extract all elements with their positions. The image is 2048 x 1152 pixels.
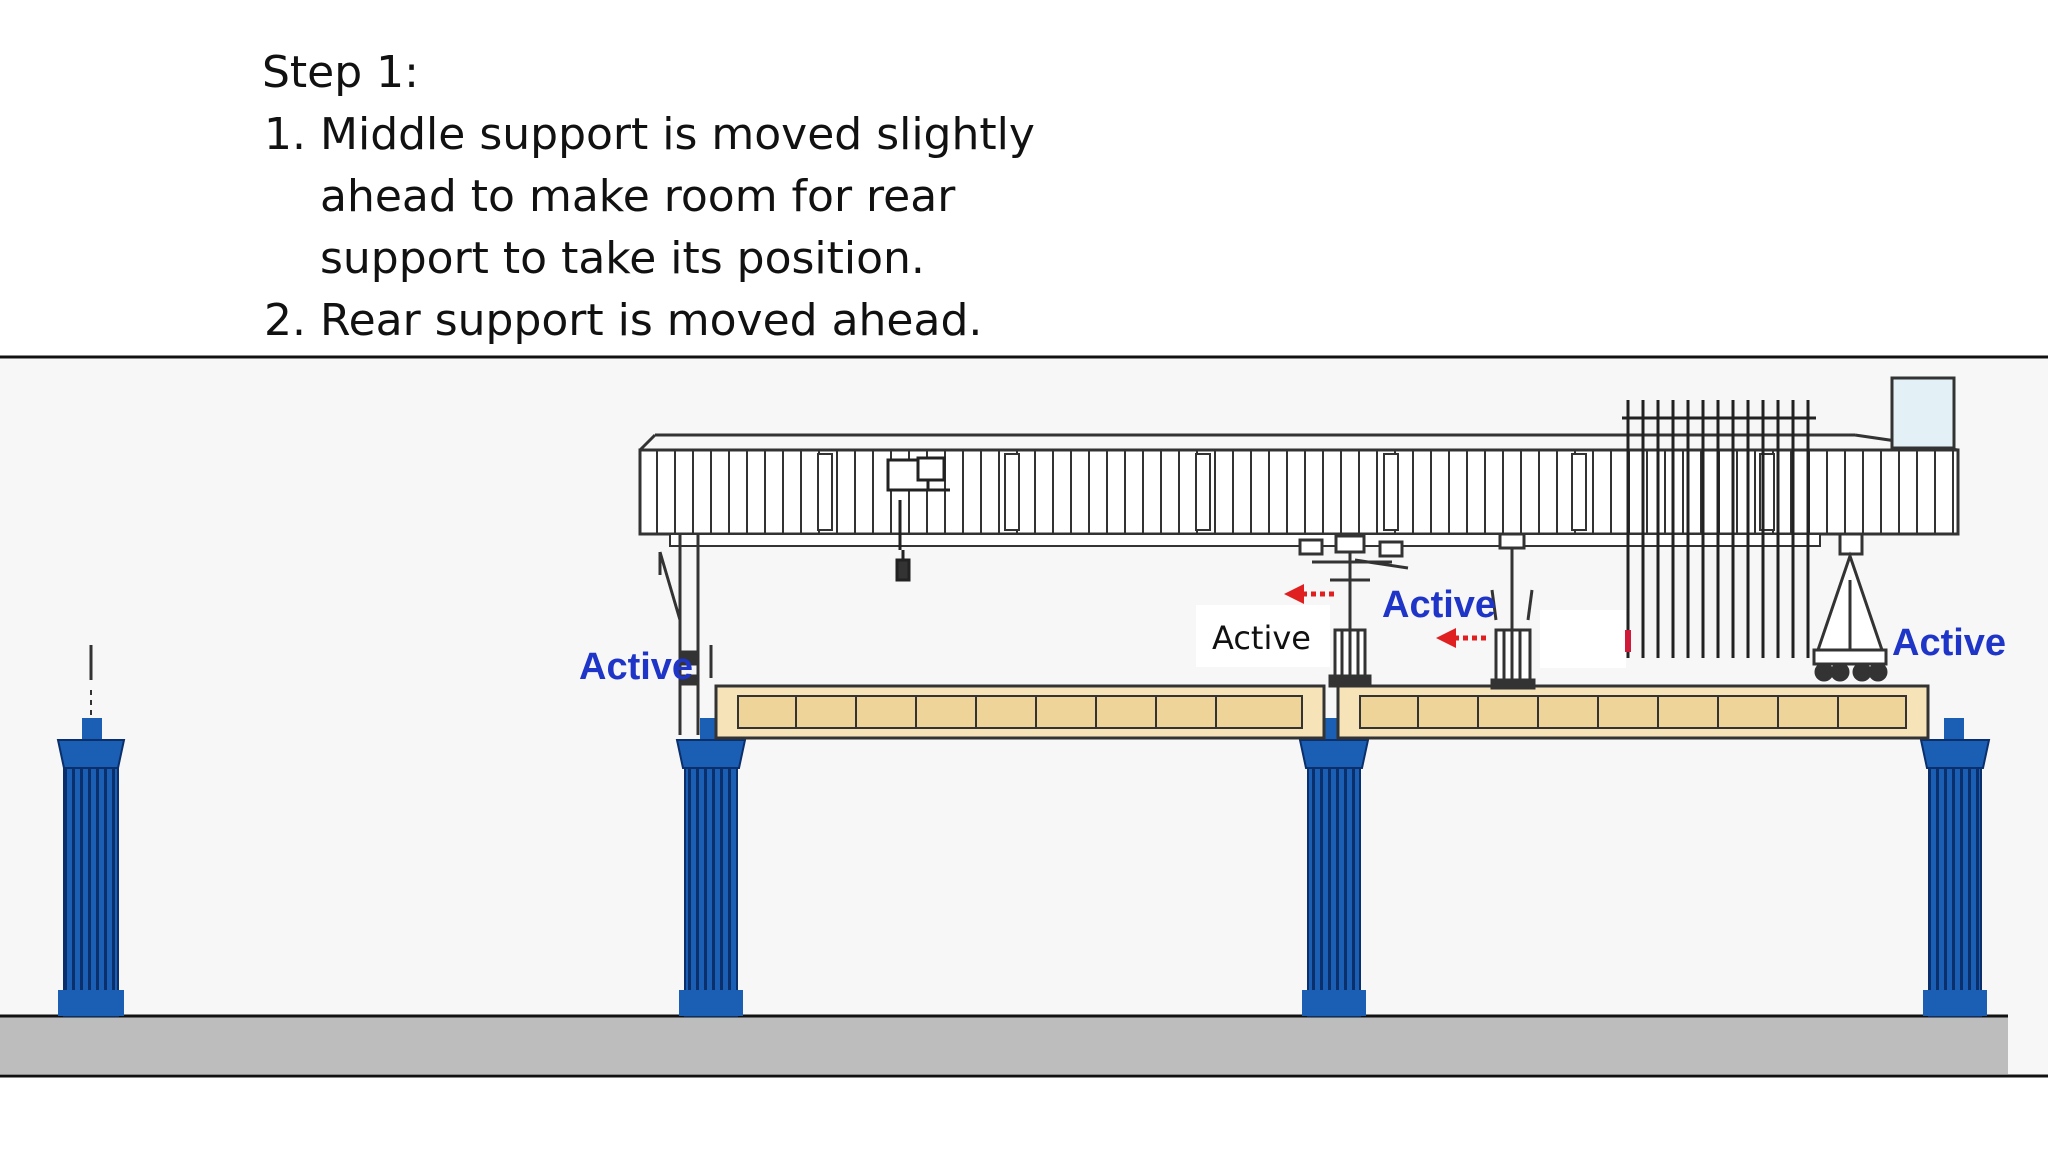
ground: [0, 1016, 2008, 1074]
rear-support-assembly: [1490, 532, 1536, 690]
pier-1: [56, 645, 126, 1017]
move-arrow-rear-support: [1436, 628, 1488, 648]
deck-girder-right: [1336, 684, 1930, 740]
active-label-box: [1196, 605, 1330, 667]
girder-joints: [795, 696, 1839, 728]
step-list: Middle support is moved slightly ahead t…: [262, 104, 1122, 352]
active-label-left: Active: [579, 646, 693, 688]
deck-girder-left: [714, 684, 1326, 740]
step-item-1: Middle support is moved slightly ahead t…: [320, 104, 1122, 290]
move-arrow-middle-support: [1284, 584, 1335, 604]
step-description: Step 1: Middle support is moved slightly…: [262, 42, 1122, 352]
rear-support-leg: [658, 534, 713, 735]
step-item-2: Rear support is moved ahead.: [320, 290, 1122, 352]
pier-4: [1919, 718, 1991, 1017]
cover-box: [1540, 610, 1626, 668]
truss-stiffener-panels: [817, 453, 1775, 531]
active-label-middle: Active: [1382, 584, 1496, 626]
control-cabin: [1890, 376, 1956, 450]
active-label-boxed: Active: [1212, 619, 1311, 657]
step-heading: Step 1:: [262, 47, 419, 98]
pier-2: [675, 718, 747, 1017]
crane-trolley: [886, 456, 950, 582]
active-label-right: Active: [1892, 622, 2006, 664]
covered-label-fragment: [1625, 630, 1631, 652]
hanging-cables: [1622, 400, 1816, 658]
main-truss-girder: [638, 433, 1960, 547]
front-support-frame: [1812, 532, 1888, 682]
pier-3: [1298, 718, 1370, 1017]
middle-support-assembly: [1298, 534, 1409, 688]
